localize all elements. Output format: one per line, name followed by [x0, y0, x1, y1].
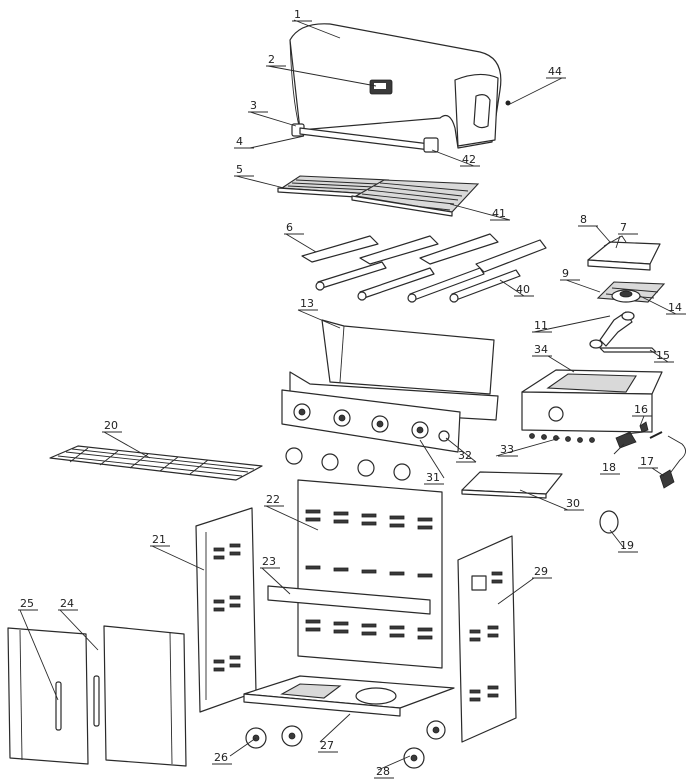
callout-24: 24 [60, 597, 74, 610]
callout-19: 19 [620, 539, 634, 552]
control-panel [281, 389, 461, 453]
callout-22: 22 [266, 493, 280, 506]
cross-brace [267, 585, 431, 615]
cooking-grid [351, 179, 480, 217]
callout-labels: 1 2 3 4 5 6 7 8 9 11 13 14 15 16 17 18 1… [18, 8, 686, 779]
regulator-hose [615, 421, 686, 489]
flame-tamers [301, 233, 547, 273]
callout-40: 40 [516, 283, 530, 296]
callout-31: 31 [426, 471, 440, 484]
swivel-casters [403, 720, 446, 769]
side-burner-pipe [599, 347, 657, 353]
lid-thermometer [369, 79, 393, 95]
callout-32: 32 [458, 449, 472, 462]
callout-7: 7 [620, 221, 627, 234]
callout-5: 5 [236, 163, 243, 176]
right-side-panel [457, 535, 517, 743]
callout-14: 14 [668, 301, 682, 314]
lid-hinge-pin [505, 100, 511, 106]
callout-30: 30 [566, 497, 580, 510]
callout-17: 17 [640, 455, 654, 468]
callout-11: 11 [534, 319, 548, 332]
side-burner-head [611, 289, 641, 303]
side-burner-lid [587, 235, 661, 271]
warming-rack [49, 445, 263, 481]
side-shelf-body [521, 369, 663, 433]
callout-4: 4 [236, 135, 243, 148]
callout-29: 29 [534, 565, 548, 578]
control-knobs [285, 447, 411, 481]
callout-42: 42 [462, 153, 476, 166]
back-panel [297, 479, 443, 669]
leader-lines [19, 19, 677, 771]
callout-21: 21 [152, 533, 166, 546]
callout-8: 8 [580, 213, 587, 226]
side-burner-knob [599, 510, 619, 534]
right-door [93, 625, 187, 767]
side-burner-elbow [589, 311, 635, 349]
callout-26: 26 [214, 751, 228, 764]
callout-2: 2 [268, 53, 275, 66]
lid [289, 23, 502, 149]
grease-tray [461, 471, 563, 499]
bottom-shelf [243, 675, 455, 717]
callout-6: 6 [286, 221, 293, 234]
back-panel-vents [305, 509, 433, 640]
locking-casters [245, 725, 303, 749]
callout-28: 28 [376, 765, 390, 778]
callout-9: 9 [562, 267, 569, 280]
callout-33: 33 [500, 443, 514, 456]
left-door [7, 627, 89, 765]
callout-27: 27 [320, 739, 334, 752]
callout-3: 3 [250, 99, 257, 112]
callout-16: 16 [634, 403, 648, 416]
callout-44: 44 [548, 65, 562, 78]
callout-13: 13 [300, 297, 314, 310]
callout-18: 18 [602, 461, 616, 474]
left-side-panel [195, 507, 257, 713]
burner-tubes [315, 261, 521, 303]
callout-23: 23 [262, 555, 276, 568]
callout-20: 20 [104, 419, 118, 432]
callout-1: 1 [294, 8, 301, 21]
side-shelf-valves [529, 433, 595, 443]
callout-25: 25 [20, 597, 34, 610]
callout-41: 41 [492, 207, 506, 220]
lid-handle [291, 123, 439, 153]
callout-15: 15 [656, 349, 670, 362]
callout-34: 34 [534, 343, 548, 356]
